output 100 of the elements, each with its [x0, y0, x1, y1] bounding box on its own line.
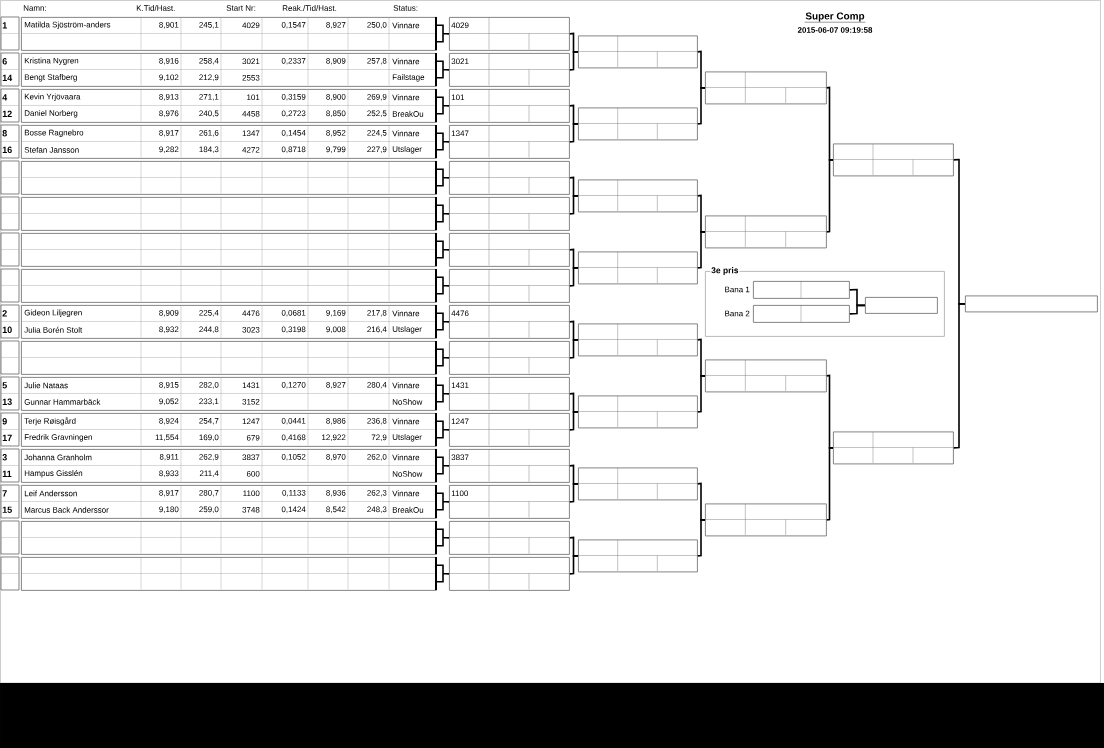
bracket-slot	[448, 53, 570, 87]
seed-number: 8	[2, 130, 7, 137]
bracket-slot	[577, 107, 698, 141]
bracket-slot	[448, 17, 570, 51]
bracket-slot	[832, 431, 954, 465]
bracket-slot	[448, 125, 570, 159]
bracket-line	[953, 303, 966, 449]
bracket-line	[697, 375, 706, 413]
heat-table	[0, 232, 437, 267]
lane-slot	[753, 280, 850, 299]
heat-table	[0, 160, 437, 195]
bracket-slot	[448, 197, 570, 231]
heat-table	[0, 304, 437, 339]
bracket-line	[436, 276, 450, 295]
heat-table	[0, 268, 437, 303]
bracket-slot	[448, 557, 570, 591]
bracket-slot	[448, 161, 570, 195]
bracket-slot	[704, 359, 827, 393]
heat-table	[0, 340, 437, 375]
bracket-slot	[448, 485, 570, 519]
seed-number: 14	[2, 74, 13, 81]
heat-table	[0, 376, 437, 411]
seed-number: 5	[2, 382, 7, 389]
bracket-slot	[448, 89, 570, 123]
bracket-line	[826, 159, 834, 233]
bracket-line	[436, 240, 450, 259]
seed-number: 6	[2, 58, 7, 65]
bracket-line	[436, 492, 450, 511]
bracket-slot	[577, 395, 698, 429]
bracket-slot	[577, 467, 698, 501]
seed-number: 3	[2, 454, 7, 461]
bracket-line	[436, 384, 450, 403]
bracket-line	[826, 447, 834, 521]
heat-table	[0, 196, 437, 231]
bracket-slot	[448, 377, 570, 411]
bracket-line	[436, 168, 450, 187]
bracket-line	[849, 304, 866, 315]
heat-table	[0, 412, 437, 447]
bracket-slot	[448, 521, 570, 555]
seed-number: 12	[2, 110, 12, 117]
bracket-line	[436, 348, 450, 367]
seed-number: 10	[2, 326, 12, 333]
bracket-slot	[448, 305, 570, 339]
lane-slot	[753, 304, 850, 323]
bracket-line	[569, 195, 579, 215]
bracket-line	[569, 555, 579, 575]
bracket-line	[436, 528, 450, 547]
bracket-line	[569, 123, 579, 143]
bracket-slot	[577, 179, 698, 213]
heat-table	[0, 52, 437, 87]
seed-number: 15	[2, 506, 12, 513]
seed-number: 1	[2, 22, 7, 29]
bracket-line	[436, 60, 450, 79]
seed-number: 13	[2, 398, 12, 405]
bracket-slot	[704, 71, 827, 105]
seed-number: 2	[2, 310, 7, 317]
bracket-slot	[448, 269, 570, 303]
bracket-line	[569, 483, 579, 503]
bracket-line	[697, 87, 706, 125]
result-slot	[865, 297, 938, 314]
seed-number: 9	[2, 418, 7, 425]
title: Super Comp	[804, 12, 866, 23]
bracket-slot	[704, 215, 827, 249]
seed-number: 11	[2, 470, 12, 477]
bracket-line	[436, 132, 450, 151]
heat-table	[0, 520, 437, 555]
result-slot	[965, 295, 1098, 313]
heat-table	[0, 88, 437, 123]
bracket-line	[569, 51, 579, 71]
bracket-line	[697, 519, 706, 557]
group-title: 3e pris	[710, 266, 740, 276]
bracket-line	[436, 204, 450, 223]
bracket-slot	[577, 251, 698, 285]
bracket-line	[569, 339, 579, 359]
seed-number: 4	[2, 94, 8, 101]
seed-number: 17	[2, 434, 12, 441]
bracket-slot	[448, 413, 570, 447]
bracket-line	[436, 456, 450, 475]
bracket-line	[436, 24, 450, 43]
bracket-slot	[577, 323, 698, 357]
bracket-slot	[448, 233, 570, 267]
bracket-slot	[448, 449, 570, 483]
heat-table	[0, 484, 437, 519]
bracket-slot	[577, 35, 698, 69]
bracket-line	[436, 564, 450, 583]
bracket-slot	[704, 503, 827, 537]
bracket-line	[436, 312, 450, 331]
heat-table	[0, 124, 437, 159]
bracket-line	[436, 96, 450, 115]
bracket-slot	[448, 341, 570, 375]
heat-table	[0, 16, 437, 51]
bracket-line	[436, 420, 450, 439]
bracket-slot	[577, 539, 698, 573]
heat-table	[0, 556, 437, 591]
bracket-line	[569, 411, 579, 431]
bracket-line	[697, 231, 706, 269]
heat-table	[0, 448, 437, 483]
seed-number: 7	[2, 490, 7, 497]
bracket-line	[569, 267, 579, 287]
bracket-slot	[832, 143, 954, 177]
